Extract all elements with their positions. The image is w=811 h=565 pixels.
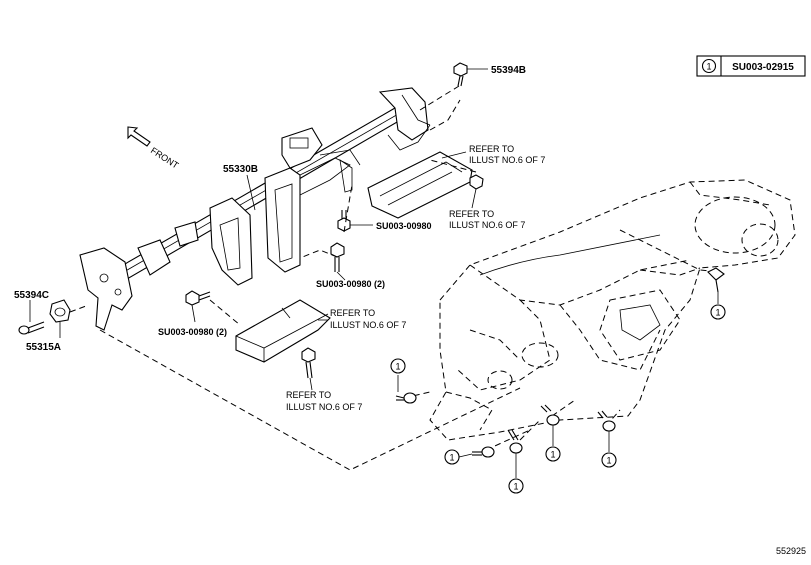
- clip-2: [472, 446, 495, 458]
- screw-1: [707, 267, 725, 304]
- illust-1: ILLUST NO.6 OF 7: [469, 155, 545, 165]
- bolt-su003-00980-c: [185, 290, 211, 323]
- label-55394B: 55394B: [491, 65, 526, 76]
- clip-1: [395, 375, 417, 404]
- illust-4: ILLUST NO.6 OF 7: [286, 402, 362, 412]
- side-bracket-right: [367, 151, 484, 219]
- illust-2: ILLUST NO.6 OF 7: [449, 220, 525, 230]
- bolt-near-module: [301, 347, 316, 391]
- refer-to-2: REFER TO: [449, 209, 494, 219]
- refer-to-1: REFER TO: [469, 144, 514, 154]
- legend-code: SU003-02915: [732, 62, 794, 73]
- svg-text:1: 1: [606, 456, 611, 466]
- label-55330B: 55330B: [223, 164, 258, 175]
- callout-badge: 1: [710, 304, 726, 320]
- refer-to-3: REFER TO: [330, 308, 375, 318]
- bolt-su003-00980-b: [330, 242, 346, 281]
- front-label: FRONT: [149, 145, 181, 171]
- svg-text:1: 1: [715, 308, 720, 318]
- legend-box: 1 SU003-02915: [696, 55, 806, 77]
- front-arrow-icon: FRONT: [127, 126, 181, 171]
- callout-badge: 1: [601, 452, 617, 468]
- callout-badge: 1: [545, 446, 561, 462]
- instrument-panel-outline: [429, 179, 796, 441]
- assembly-lines: [99, 85, 721, 471]
- bolt-55394B: [453, 62, 488, 87]
- clip-4: [540, 404, 560, 446]
- callout-badge: 1: [444, 449, 460, 465]
- label-55315A: 55315A: [26, 342, 61, 353]
- label-su-c: SU003-00980 (2): [158, 327, 227, 337]
- label-55394C: 55394C: [14, 290, 49, 301]
- callout-badge: 1: [390, 358, 406, 374]
- illust-3: ILLUST NO.6 OF 7: [330, 320, 406, 330]
- bolt-55394C: [18, 321, 45, 335]
- svg-text:1: 1: [513, 482, 518, 492]
- diagram-number: 552925: [776, 546, 806, 556]
- control-module-box: [235, 299, 331, 363]
- label-su-a: SU003-00980: [376, 221, 432, 231]
- svg-text:1: 1: [550, 450, 555, 460]
- svg-text:1: 1: [449, 453, 454, 463]
- svg-text:1: 1: [395, 362, 400, 372]
- clip-3: [507, 429, 523, 478]
- callout-badge: 1: [508, 478, 524, 494]
- refer-to-4: REFER TO: [286, 390, 331, 400]
- instrument-panel-reinforcement: [79, 87, 431, 331]
- label-su-b: SU003-00980 (2): [316, 279, 385, 289]
- clip-5: [597, 410, 616, 452]
- collar-55315A: [49, 299, 71, 323]
- legend-badge: 1: [706, 62, 711, 72]
- bolt-su003-00980-a: [337, 210, 373, 232]
